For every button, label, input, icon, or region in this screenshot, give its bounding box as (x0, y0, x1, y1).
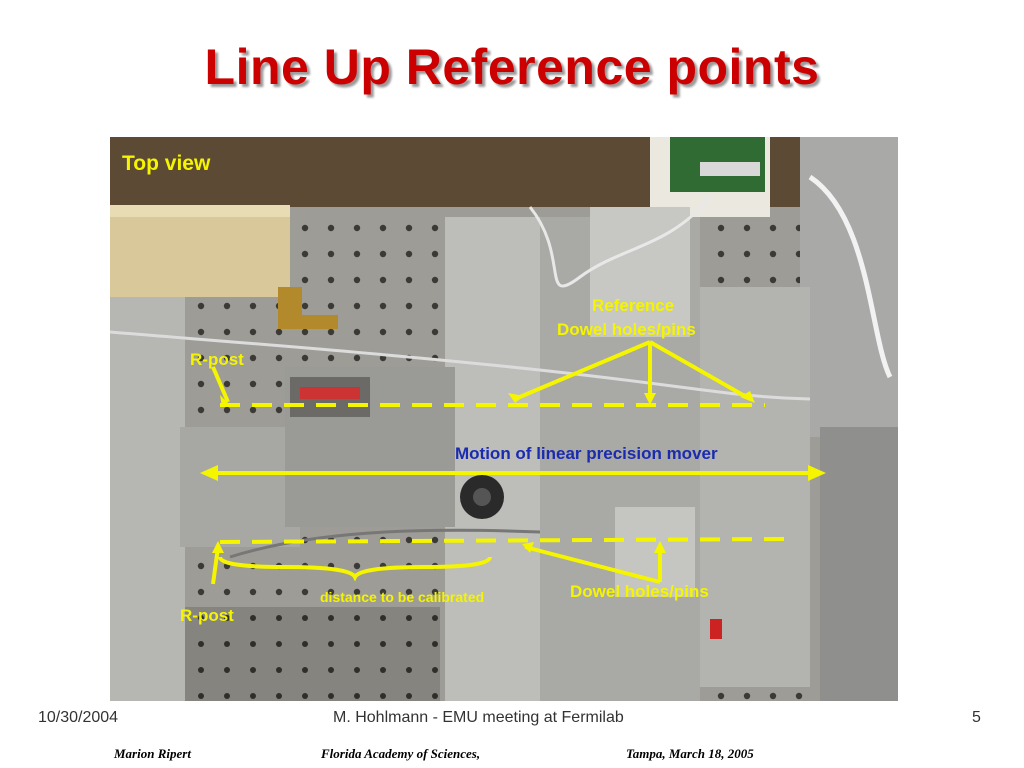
r-post-top-label: R-post (190, 350, 244, 369)
distance-label: distance to be calibrated (320, 589, 484, 605)
footer-venue: Florida Academy of Sciences, (321, 746, 481, 761)
footer-author: Marion Ripert (114, 746, 191, 761)
footer-place-date: Tampa, March 18, 2005 (626, 746, 754, 761)
inner-footer-page: 5 (972, 709, 981, 726)
slide-title: Line Up Reference points (204, 39, 820, 95)
reference-label-line1: Reference (592, 296, 674, 315)
top-view-label: Top view (122, 152, 211, 175)
motion-label: Motion of linear precision mover (455, 444, 718, 463)
top-view-photo: Top view R-post R-post Reference Dowel h… (110, 137, 898, 701)
r-post-bottom-label: R-post (180, 606, 234, 625)
inner-footer-center: M. Hohlmann - EMU meeting at Fermilab (333, 709, 624, 726)
inner-footer-date: 10/30/2004 (38, 709, 119, 726)
reference-label-line2: Dowel holes/pins (557, 320, 696, 339)
dowel-label: Dowel holes/pins (570, 582, 709, 601)
